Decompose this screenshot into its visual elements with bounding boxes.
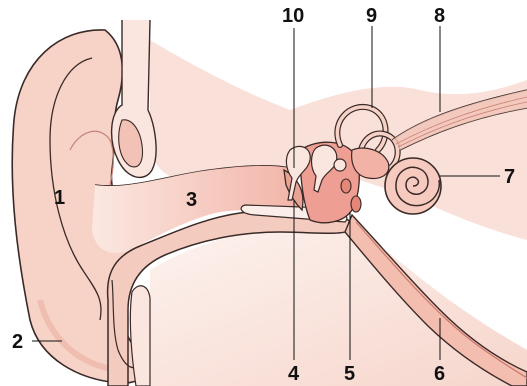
skull-tissue [150, 228, 527, 386]
stapes [334, 159, 346, 171]
label-5: 5 [344, 363, 355, 385]
oval-window [351, 196, 361, 212]
label-1: 1 [54, 187, 65, 209]
label-8: 8 [434, 5, 445, 27]
mastoid-tissue [130, 286, 150, 386]
label-7: 7 [504, 166, 515, 188]
label-2: 2 [12, 331, 23, 353]
round-window [341, 179, 351, 193]
label-9: 9 [366, 5, 377, 27]
label-10: 10 [282, 5, 304, 27]
label-4: 4 [288, 363, 300, 385]
label-3: 3 [186, 189, 197, 211]
label-6: 6 [434, 363, 445, 385]
